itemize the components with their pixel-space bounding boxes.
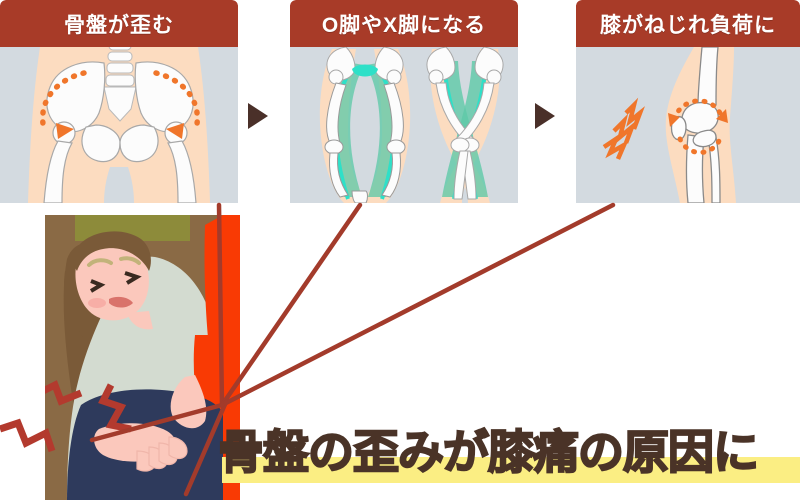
headline: 骨盤の歪みが膝痛の原因に [217, 424, 800, 486]
red-zigzag-pain-lines-left [0, 418, 56, 453]
panel-knee-title: 膝がねじれ負荷に [600, 13, 776, 37]
headline-highlight-bar [222, 457, 800, 483]
panel-knee-body [576, 47, 800, 203]
panel-pelvis-title: 骨盤が歪む [64, 13, 174, 37]
line-to-legs-panel [219, 202, 363, 408]
orange-dotted-arc-arrow-left [40, 70, 87, 132]
panel-knee-header: 膝がねじれ負荷に [576, 0, 800, 47]
panel-pelvis-header: 骨盤が歪む [0, 0, 238, 47]
knee-twist-illustration [602, 47, 736, 203]
panel-pelvis: 骨盤が歪む [0, 0, 238, 203]
panel-legs-header: O脚やX脚になる [290, 0, 518, 47]
orange-rotation-arc-bottom [677, 136, 723, 155]
panel-legs-body [290, 47, 518, 203]
line-to-knee-panel [219, 202, 616, 408]
pelvis-tilt-illustration [28, 47, 210, 203]
arrow-pelvis-to-legs [248, 103, 268, 129]
bowleg-knockknee-illustration [319, 47, 504, 203]
panel-legs-title: O脚やX脚になる [321, 13, 487, 37]
arrow-legs-to-knee [535, 103, 555, 129]
panel-knee: 膝がねじれ負荷に [576, 0, 800, 203]
orange-pain-zigzag [602, 97, 645, 160]
orange-rotation-arc-top [671, 98, 723, 122]
panel-pelvis-body [0, 47, 238, 203]
orange-dotted-arc-arrow-right [153, 70, 200, 132]
woman-figure [45, 215, 240, 500]
woman-in-hip-pain-illustration [45, 215, 240, 500]
panel-legs: O脚やX脚になる [290, 0, 518, 203]
headline-text: 骨盤の歪みが膝痛の原因に [217, 425, 760, 479]
